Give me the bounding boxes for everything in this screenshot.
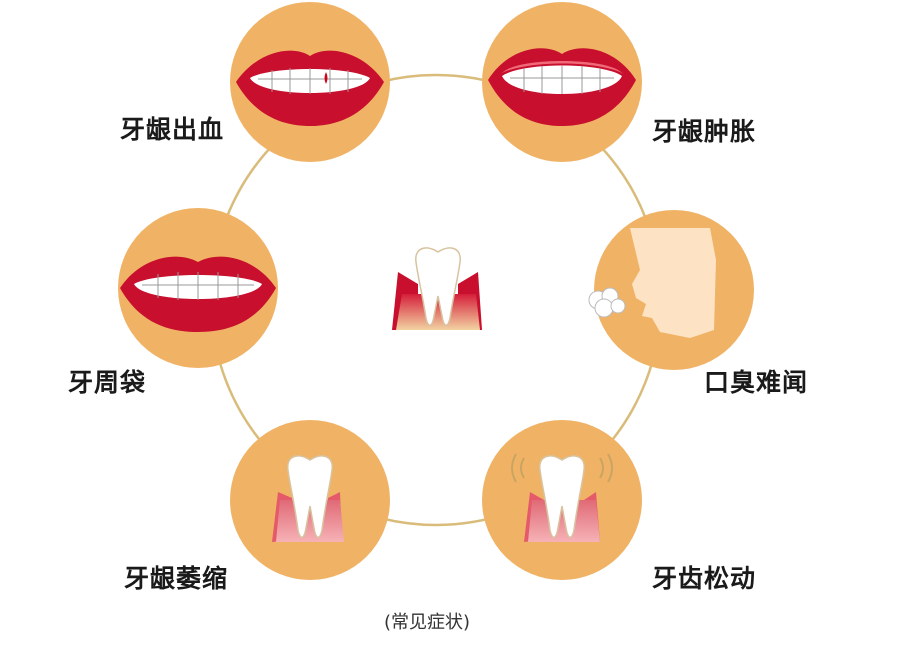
swollen-gums-mouth-icon	[482, 2, 642, 162]
bad-breath-head-icon	[588, 210, 754, 370]
label-bleeding-gums: 牙龈出血	[120, 115, 225, 144]
bleeding-gums-mouth-icon	[230, 2, 390, 162]
label-gum-recession: 牙龈萎缩	[124, 564, 229, 593]
label-periodontal-pocket: 牙周袋	[68, 368, 147, 397]
label-bad-breath: 口臭难闻	[704, 368, 809, 397]
inflamed-tooth-icon	[392, 247, 482, 330]
label-loose-tooth: 牙齿松动	[652, 564, 757, 593]
caption: (常见症状)	[384, 612, 471, 633]
label-swollen-gums: 牙龈肿胀	[652, 117, 757, 146]
periodontal-pocket-mouth-icon	[118, 208, 278, 368]
gum-recession-tooth-icon	[230, 420, 390, 580]
loose-tooth-icon	[482, 420, 642, 580]
